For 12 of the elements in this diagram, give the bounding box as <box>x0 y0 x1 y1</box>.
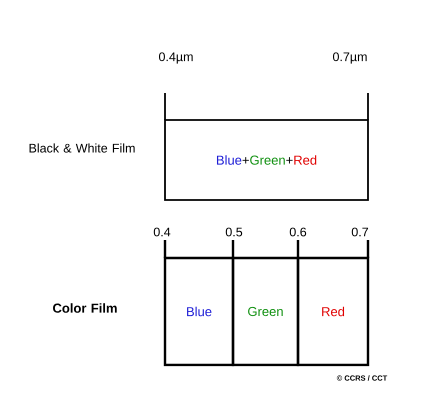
band-box: Red <box>296 256 370 366</box>
axis-label: 0.5 <box>226 228 242 236</box>
axis-label: Color Film <box>53 303 117 313</box>
axis-label: 0.7µm <box>332 52 367 64</box>
band-box: Green <box>232 256 300 366</box>
axis-label: 0.4µm <box>159 52 193 64</box>
axis-label: 0.4 <box>154 228 170 236</box>
band-box: Blue <box>164 256 234 366</box>
axis-label: Black & White Film <box>30 143 135 153</box>
axis-label: 0.6 <box>290 228 306 236</box>
band-box: Blue+Green+Red <box>164 119 369 201</box>
axis-label: 0.7 <box>352 228 368 236</box>
